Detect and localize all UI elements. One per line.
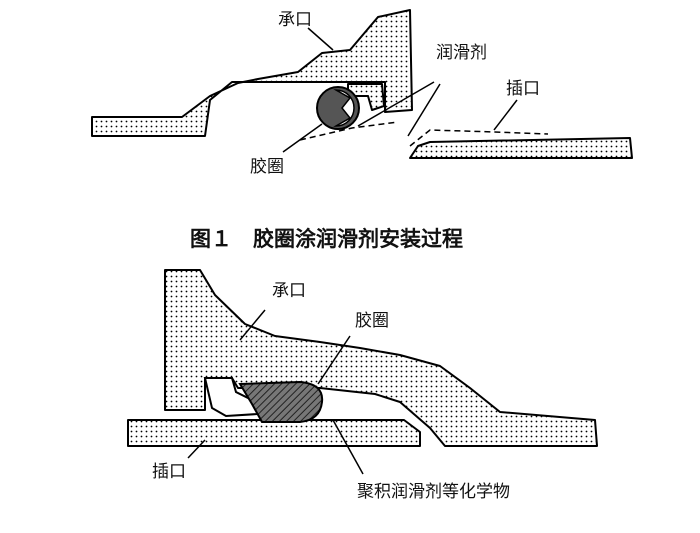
fig1-spigot-label: 插口 bbox=[506, 79, 540, 99]
fig2-gasket bbox=[238, 380, 324, 423]
fig1-spigot-shape bbox=[409, 137, 633, 159]
fig1-lubricant-leader-a bbox=[357, 81, 435, 127]
fig2-accumulation-label: 聚积润滑剂等化学物 bbox=[357, 482, 510, 502]
fig1-gasket-label: 胶圈 bbox=[250, 157, 284, 177]
fig2-spigot-shape bbox=[127, 419, 421, 447]
fig1-lubricant-line bbox=[299, 121, 549, 147]
figure-1: 承口 润滑剂 插口 胶圈 bbox=[91, 9, 633, 177]
figure-2: 承口 胶圈 插口 聚积润滑剂等化学物 bbox=[127, 269, 598, 502]
fig1-lubricant-label: 润滑剂 bbox=[436, 43, 487, 63]
fig1-socket-leader bbox=[307, 27, 334, 51]
fig2-accumulation-leader bbox=[332, 419, 364, 475]
fig1-lubricant-leader-b bbox=[407, 83, 441, 137]
fig2-socket-leader bbox=[239, 309, 266, 341]
fig2-gasket-leader bbox=[317, 335, 351, 385]
figure-1-caption: 图１ 胶圈涂润滑剂安装过程 bbox=[190, 227, 463, 251]
fig1-socket-label: 承口 bbox=[278, 10, 312, 30]
fig2-gasket-label: 胶圈 bbox=[355, 311, 389, 331]
fig2-spigot-label: 插口 bbox=[152, 462, 186, 482]
fig1-gasket bbox=[316, 86, 360, 130]
fig2-socket-label: 承口 bbox=[272, 281, 306, 301]
fig1-spigot-leader bbox=[493, 99, 518, 131]
fig2-spigot-leader bbox=[187, 439, 206, 459]
fig1-gasket-leader bbox=[282, 123, 323, 153]
fig1-socket-shape bbox=[91, 9, 413, 137]
